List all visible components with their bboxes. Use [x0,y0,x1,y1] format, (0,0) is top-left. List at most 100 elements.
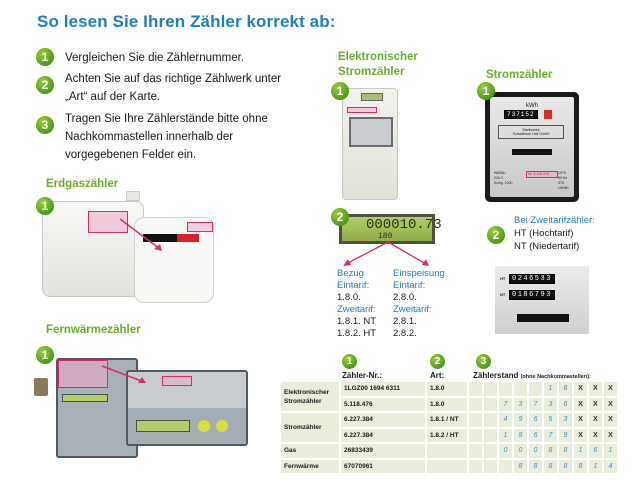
reading-digit-cell[interactable] [484,444,497,458]
reading-digit-cell[interactable]: 8 [559,382,572,396]
meter-register: 1.8.0 [427,382,467,396]
reading-digit-cell[interactable]: 8 [574,459,587,473]
reading-digit-cell[interactable] [484,382,497,396]
reading-digit-cell[interactable] [514,382,527,396]
reading-digit-cell[interactable]: 1 [499,428,512,442]
reading-digit-cell[interactable]: 4 [499,413,512,427]
spec-right-3: 375 U/kWh [558,181,569,190]
reading-digit-cell[interactable]: 8 [514,428,527,442]
reading-digit-cell[interactable]: 9 [514,413,527,427]
reading-digit-cell[interactable]: 6 [559,397,572,411]
reading-digit-cell[interactable] [469,459,482,473]
reading-digit-cell[interactable]: X [604,382,617,396]
reading-digit-cell[interactable]: 3 [514,397,527,411]
reading-digit-cell[interactable] [499,459,512,473]
reading-digit-cell[interactable]: 1 [589,459,602,473]
reading-digit-cell[interactable]: 6 [589,444,602,458]
reading-digit-cell[interactable]: 8 [559,444,572,458]
reading-digit-cell[interactable]: 4 [604,459,617,473]
reading-digit-cell[interactable] [469,444,482,458]
reading-digit-cell[interactable]: 7 [499,397,512,411]
einspeisung-heading: Einspeisung [393,268,445,279]
reading-digit-cell[interactable] [529,382,542,396]
lcd-obis-code: 180 [378,232,393,241]
reading-digit-cell[interactable] [469,397,482,411]
reading-digit-cell[interactable]: X [574,382,587,396]
reading-digit-cell[interactable]: 1 [574,444,587,458]
reading-digit-cell[interactable]: 9 [559,428,572,442]
bezug-eintarif-label: Eintarif: [337,280,370,291]
gas-meter-connector [126,191,140,201]
power-meter-specs-right: 1979 50 Hz 375 U/kWh [558,171,574,191]
plate-line-1: Stadtwerke [522,128,540,132]
bezug-zweitarif-nt: 1.8.1. NT [337,316,377,327]
table-header-nr: Zähler-Nr.: [342,371,383,380]
reading-digit-cell[interactable]: 8 [544,444,557,458]
bezug-eintarif-value: 1.8.0. [337,292,361,303]
meter-type-label: Gas [281,444,339,458]
reading-digit-cell[interactable]: X [574,428,587,442]
power-badge-1: 1 [477,82,495,100]
reading-digit-cell[interactable]: 1 [544,382,557,396]
reading-digit-cell[interactable]: 7 [529,397,542,411]
heat-meter-image [34,350,248,462]
meter-number: 1LGZ00 1694 6311 [341,382,425,396]
reading-digit-cell[interactable]: X [604,428,617,442]
heat-meter-title: Fernwärmezähler [46,324,141,336]
reading-digit-cell[interactable] [484,397,497,411]
reading-digit-cell[interactable]: X [604,397,617,411]
electronic-badge-2: 2 [331,208,349,226]
einspeisung-zweitarif-2: 2.8.2. [393,328,417,339]
meter-type-line-1: Gas [284,447,297,455]
reading-digit-cell[interactable] [469,428,482,442]
reading-digit-cell[interactable]: 8 [514,459,527,473]
reading-digit-cell[interactable] [469,382,482,396]
reading-digit-cell[interactable]: 0 [499,444,512,458]
ht-label: HT [500,276,506,281]
reading-digit-cell[interactable]: 3 [544,397,557,411]
reading-digit-cell[interactable]: 0 [514,444,527,458]
reading-digit-cell[interactable]: 6 [529,428,542,442]
reading-digit-cell[interactable]: 3 [559,413,572,427]
reading-digit-cell[interactable]: 0 [529,444,542,458]
heat-meter-closeup [126,370,248,446]
reading-digit-cell[interactable]: X [589,397,602,411]
heat-meter-down-button [198,420,210,432]
reading-digit-cell[interactable]: 8 [529,459,542,473]
gas-badge-1: 1 [36,197,54,215]
reading-digit-cell[interactable] [484,413,497,427]
gas-meter-serial-highlight [187,222,213,232]
reading-digit-cell[interactable] [484,428,497,442]
reading-digit-cell[interactable]: X [574,413,587,427]
reading-digit-cell[interactable]: 8 [559,459,572,473]
zweitarif-counter-image: HT 0246533 NT 0186793 [495,266,589,334]
reading-digit-cell[interactable]: 1 [604,444,617,458]
gas-arrow-icon [119,218,162,251]
reading-digit-cell[interactable]: 7 [544,428,557,442]
counter-disc [517,314,569,322]
electronic-meter-lcd [361,93,383,101]
reading-digit-cell[interactable]: X [589,382,602,396]
reading-digit-cell[interactable]: 6 [529,413,542,427]
meter-type-label: Fernwärme [281,459,339,473]
spec-left-2: 230 V [494,176,504,180]
power-meter-counter: 737152 [504,110,538,119]
reading-digit-cell[interactable] [499,382,512,396]
meter-register: 1.8.1 / NT [427,413,467,427]
spec-left-3: Schlg. 1000 [494,181,513,185]
reading-digit-cell[interactable]: X [589,413,602,427]
reading-digit-cell[interactable] [469,413,482,427]
reading-digit-cell[interactable]: X [589,428,602,442]
ht-counter: 0246533 [509,274,555,284]
reading-digit-cell[interactable]: X [574,397,587,411]
reading-digit-cell[interactable]: 5 [544,413,557,427]
reading-digit-cell[interactable] [484,459,497,473]
meter-register: 1.8.0 [427,397,467,411]
power-meter-disc [512,149,552,155]
heat-badge-1: 1 [36,346,54,364]
reading-digit-cell[interactable]: 8 [544,459,557,473]
step-badge-2: 2 [36,76,54,94]
reading-digit-cell[interactable]: X [604,413,617,427]
